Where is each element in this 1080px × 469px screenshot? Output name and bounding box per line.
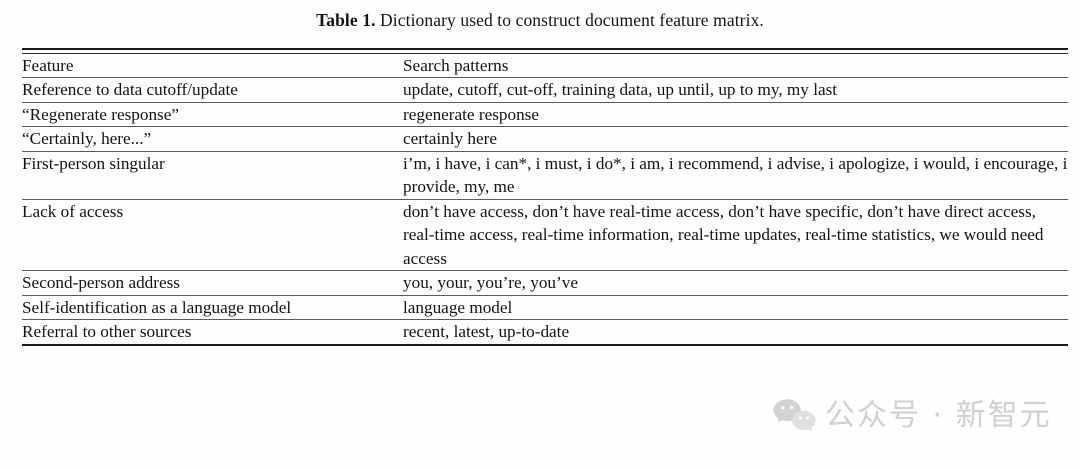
table-header: Feature Search patterns [22, 54, 1068, 78]
table-row: Lack of access don’t have access, don’t … [22, 198, 1068, 271]
table-row: “Regenerate response” regenerate respons… [22, 101, 1068, 127]
cell-feature: “Regenerate response” [22, 101, 403, 127]
cell-feature: Referral to other sources [22, 319, 403, 344]
table-caption: Table 1. Dictionary used to construct do… [0, 8, 1080, 32]
table-caption-text: Dictionary used to construct document fe… [375, 10, 764, 30]
cell-search-patterns: language model [403, 294, 1068, 320]
table-bottom-rule [22, 343, 1068, 347]
table-top-rule-outer [22, 48, 1068, 51]
cell-search-patterns: recent, latest, up-to-date [403, 319, 1068, 344]
table-row: Referral to other sources recent, latest… [22, 319, 1068, 344]
table-row: First-person singular i’m, i have, i can… [22, 150, 1068, 200]
table-row: Second-person address you, your, you’re,… [22, 270, 1068, 296]
cell-feature: Lack of access [22, 198, 403, 271]
table-row: “Certainly, here...” certainly here [22, 126, 1068, 152]
cell-feature: First-person singular [22, 150, 403, 200]
dictionary-table: Feature Search patterns Reference to dat… [22, 54, 1068, 344]
table-caption-label: Table 1. [316, 10, 376, 30]
cell-search-patterns: you, your, you’re, you’ve [403, 270, 1068, 296]
column-header-feature: Feature [22, 55, 74, 75]
table-top-rule-inner [22, 52, 1068, 54]
table-header-row: Feature Search patterns [22, 54, 1068, 78]
wechat-logo-icon [772, 398, 816, 434]
column-header-search-patterns: Search patterns [403, 55, 509, 75]
cell-feature: Second-person address [22, 270, 403, 296]
cell-feature: Self-identification as a language model [22, 294, 403, 320]
table-container: Feature Search patterns Reference to dat… [22, 48, 1068, 347]
cell-search-patterns: don’t have access, don’t have real-time … [403, 198, 1068, 271]
table-body: Reference to data cutoff/update update, … [22, 77, 1068, 344]
watermark-text: 公众号 · 新智元 [825, 398, 1052, 433]
watermark: 公众号 · 新智元 [772, 398, 1052, 434]
cell-feature: Reference to data cutoff/update [22, 77, 403, 103]
cell-search-patterns: update, cutoff, cut-off, training data, … [403, 77, 1068, 103]
table-row: Self-identification as a language model … [22, 294, 1068, 320]
cell-search-patterns: regenerate response [403, 101, 1068, 127]
cell-feature: “Certainly, here...” [22, 126, 403, 152]
table-row: Reference to data cutoff/update update, … [22, 77, 1068, 103]
cell-search-patterns: i’m, i have, i can*, i must, i do*, i am… [403, 150, 1068, 200]
cell-search-patterns: certainly here [403, 126, 1068, 152]
